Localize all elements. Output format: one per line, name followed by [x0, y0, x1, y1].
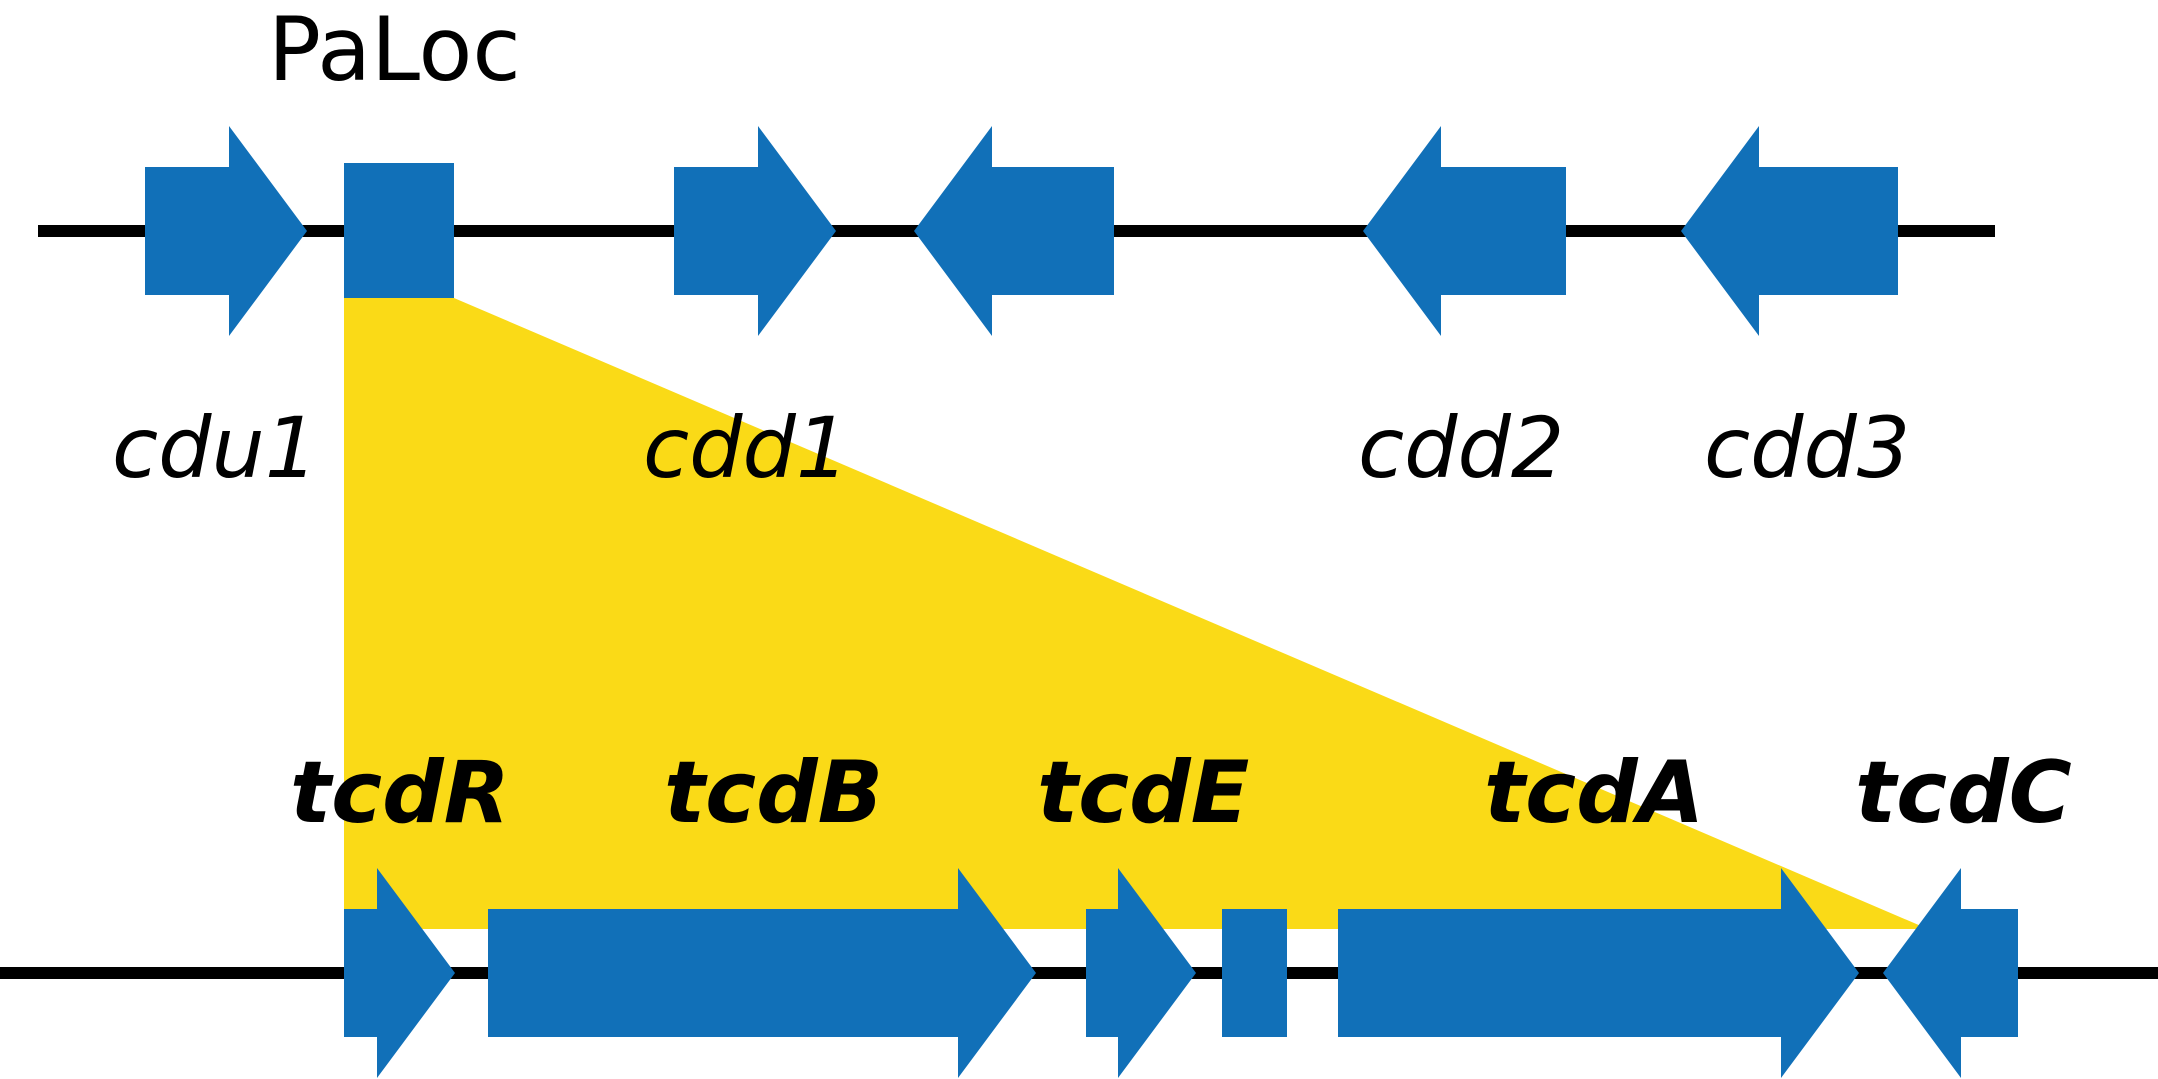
gene-arrow-tcdC [1883, 868, 2018, 1078]
gene-arrow-tcdB [488, 868, 1036, 1078]
gene-arrow-cdu1 [145, 126, 307, 336]
gene-arrow-cdd1 [674, 126, 836, 336]
gene-label-tcdC: tcdC [1855, 743, 2072, 843]
gene-label-cdd3: cdd3 [1704, 399, 1910, 497]
paloc-expansion-highlight [344, 298, 1928, 929]
gene-arrow-cdd2 [1363, 126, 1566, 336]
gene-label-tcdR: tcdR [290, 743, 510, 843]
gene-label-cdd1: cdd1 [643, 399, 849, 497]
gene-arrow-tcdE [1086, 868, 1196, 1078]
gene-label-cdd2: cdd2 [1358, 399, 1564, 497]
gene-box-small [1222, 909, 1287, 1037]
diagram-title: PaLoc [268, 0, 521, 101]
gene-arrow-reverse [914, 126, 1114, 336]
gene-label-tcdE: tcdE [1037, 743, 1249, 843]
gene-arrow-cdd3 [1681, 126, 1898, 336]
gene-label-cdu1: cdu1 [112, 399, 318, 497]
gene-label-tcdB: tcdB [664, 743, 883, 843]
gene-arrow-tcdA [1338, 868, 1859, 1078]
gene-arrow-tcdR [344, 868, 455, 1078]
gene-label-tcdA: tcdA [1484, 743, 1704, 843]
gene-box-paloc [344, 163, 454, 298]
